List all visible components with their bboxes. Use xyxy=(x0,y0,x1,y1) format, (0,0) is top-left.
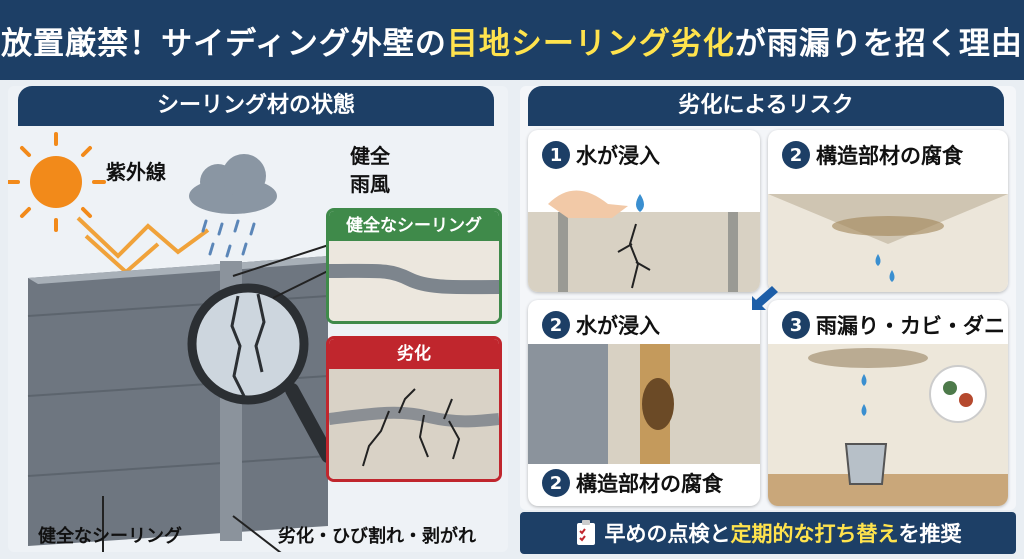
degraded-sealing-title: 劣化 xyxy=(329,339,499,369)
healthy-sealing-title: 健全なシーリング xyxy=(329,211,499,241)
flow-arrow-icon xyxy=(752,286,778,310)
page-title: 放置厳禁！サイディング外壁の目地シーリング劣化が雨漏りを招く理由 xyxy=(0,0,1024,80)
risk-title: 劣化によるリスク xyxy=(528,86,1004,126)
uv-label: 紫外線 xyxy=(106,160,166,184)
degraded-sealing-inset: 劣化 xyxy=(326,336,502,482)
title-highlight: 目地シーリング劣化 xyxy=(446,25,735,62)
card3-label: 水が浸入 xyxy=(576,314,660,338)
water-entry-icon xyxy=(528,190,760,292)
title-part1: 放置厳禁！サイディング外壁の xyxy=(1,25,447,62)
card3-bottom-number: 2 xyxy=(542,469,570,497)
title-part2: が雨漏りを招く理由 xyxy=(734,25,1023,62)
siding-wall-illustration xyxy=(8,132,339,552)
recommend-part1: 早めの点検と xyxy=(604,522,731,546)
sealing-state-panel: シーリング材の状態 xyxy=(8,86,508,552)
uv-arrow-icon xyxy=(76,216,210,275)
healthy-label: 健全 xyxy=(350,144,390,168)
cracked-sealing-icon xyxy=(329,369,499,479)
sealing-state-title: シーリング材の状態 xyxy=(18,86,494,126)
card1-number: 1 xyxy=(542,141,570,169)
healthy-sealing-icon xyxy=(329,241,499,321)
sun-icon xyxy=(8,132,106,232)
degraded-crack-label: 劣化・ひび割れ・剥がれ xyxy=(278,526,476,547)
corrosion-ceiling-icon xyxy=(768,194,1008,292)
recommend-part2: を推奨 xyxy=(898,522,962,546)
card3-number: 2 xyxy=(542,311,570,339)
leak-room-icon xyxy=(768,344,1008,506)
recommend-highlight: 定期的な打ち替え xyxy=(730,522,899,546)
rotting-frame-icon xyxy=(528,344,760,464)
card4-number: 3 xyxy=(782,311,810,339)
magnifier-icon xyxy=(187,283,335,463)
card1-label: 水が浸入 xyxy=(576,144,660,168)
mite-icon xyxy=(929,365,987,423)
card3-bottom-label: 構造部材の腐食 xyxy=(576,472,723,496)
hand-icon xyxy=(548,190,628,218)
card2-label: 構造部材の腐食 xyxy=(816,144,963,168)
water-drop-icon xyxy=(636,194,644,212)
card2-number: 2 xyxy=(782,141,810,169)
healthy-sealing-label: 健全なシーリング xyxy=(38,526,182,547)
card4-label: 雨漏り・カビ・ダニ xyxy=(816,314,1005,338)
bucket-icon xyxy=(844,443,888,485)
weather-label: 雨風 xyxy=(350,172,390,196)
recommendation-banner: 早めの点検と定期的な打ち替えを推奨 xyxy=(520,512,1016,554)
rain-cloud-icon xyxy=(189,154,277,258)
checklist-icon xyxy=(576,520,595,545)
healthy-sealing-inset: 健全なシーリング xyxy=(326,208,502,324)
